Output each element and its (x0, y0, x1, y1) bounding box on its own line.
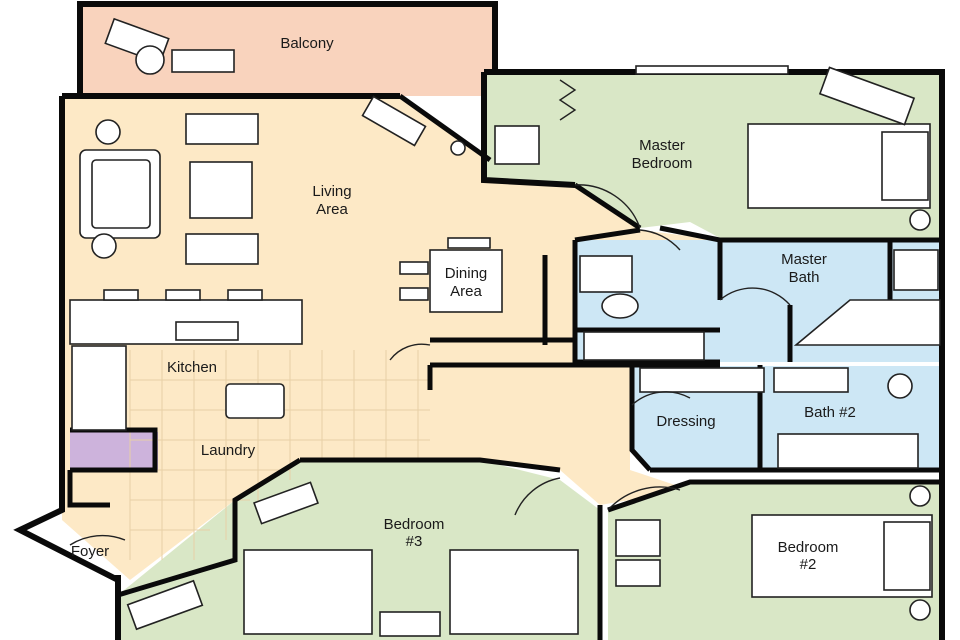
balcony-label: Balcony (280, 35, 334, 52)
master-bath-fixtures (579, 249, 941, 361)
foyer-label: Foyer (71, 543, 109, 560)
master-bedroom-furniture (494, 65, 931, 231)
interior-walls (67, 93, 942, 640)
laundry-closet (70, 432, 158, 470)
living-area-label-line1: Living (312, 183, 351, 200)
master-bedroom-label-line2: Bedroom (632, 155, 693, 172)
laundry-label: Laundry (201, 442, 256, 459)
bedroom2-furniture (615, 485, 933, 621)
bedroom3-furniture (126, 481, 579, 637)
bath2-fixtures (639, 367, 919, 469)
dining-area-label-line1: Dining (445, 265, 488, 282)
door-swings (69, 184, 791, 546)
living-furniture (79, 95, 503, 313)
bedroom2-label-line2: #2 (800, 556, 817, 573)
master-bath-label-line2: Bath (789, 269, 820, 286)
bath2-label: Bath #2 (804, 404, 856, 421)
bedroom3-label-line1: Bedroom (384, 516, 445, 533)
dressing-label: Dressing (656, 413, 715, 430)
master-bath-label-line1: Master (781, 251, 827, 268)
balcony-furniture (104, 17, 235, 75)
kitchen-fixtures (69, 289, 303, 431)
dining-area-label-line2: Area (450, 283, 482, 300)
kitchen-label: Kitchen (167, 359, 217, 376)
bedroom3-label-line2: #3 (406, 533, 423, 550)
master-bedroom-label-line1: Master (639, 137, 685, 154)
living-area-label-line2: Area (316, 201, 348, 218)
bedroom2-label-line1: Bedroom (778, 539, 839, 556)
